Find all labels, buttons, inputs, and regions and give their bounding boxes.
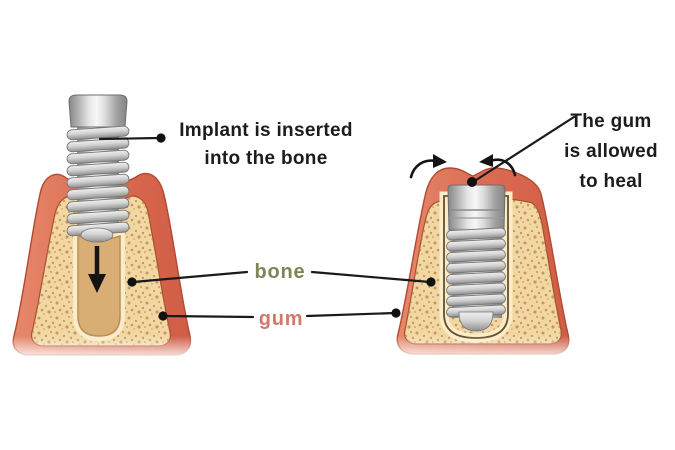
leader-gum-left	[162, 314, 255, 319]
leader-lines	[98, 115, 576, 319]
implant-screw-left	[66, 94, 130, 243]
dot-implant-label	[156, 133, 166, 143]
dot-gum-right	[391, 308, 401, 318]
leader-implant-label	[98, 136, 161, 141]
implant-tip-left	[80, 227, 114, 243]
step2-caption-line2: is allowed	[564, 141, 658, 162]
down-arrow	[88, 246, 106, 293]
bottom-fade	[0, 336, 675, 370]
implant-threads-left	[66, 125, 130, 237]
leader-bone-right	[310, 270, 432, 284]
implant-head-left	[68, 94, 128, 128]
step1-caption: Implant is inserted into the bone	[175, 117, 357, 173]
step1-caption-line1: Implant is inserted	[179, 120, 353, 141]
dot-gum-left	[158, 311, 168, 321]
step2-caption: The gum is allowed to heal	[548, 107, 674, 197]
figure-implant-insertion	[12, 94, 192, 356]
leader-gum-right	[305, 311, 397, 318]
dot-bone-right	[426, 277, 436, 287]
dot-bone-left	[127, 277, 137, 287]
implant-tip-right	[458, 311, 494, 332]
step1-caption-line2: into the bone	[204, 148, 328, 169]
gum-closing-arrow-left	[409, 154, 447, 179]
leader-bone-left	[131, 270, 249, 284]
leader-dots	[127, 133, 477, 321]
dot-gum-heal	[467, 177, 477, 187]
leader-gum-heal-label	[471, 115, 576, 184]
step2-caption-line1: The gum	[570, 111, 652, 132]
bone-part-label: bone	[254, 261, 306, 283]
gum-part-label: gum	[258, 308, 304, 330]
figure-gum-healing	[396, 154, 570, 355]
implant-head-right	[447, 184, 506, 231]
step2-caption-line3: to heal	[579, 171, 643, 192]
implant-screw-right	[445, 184, 507, 332]
